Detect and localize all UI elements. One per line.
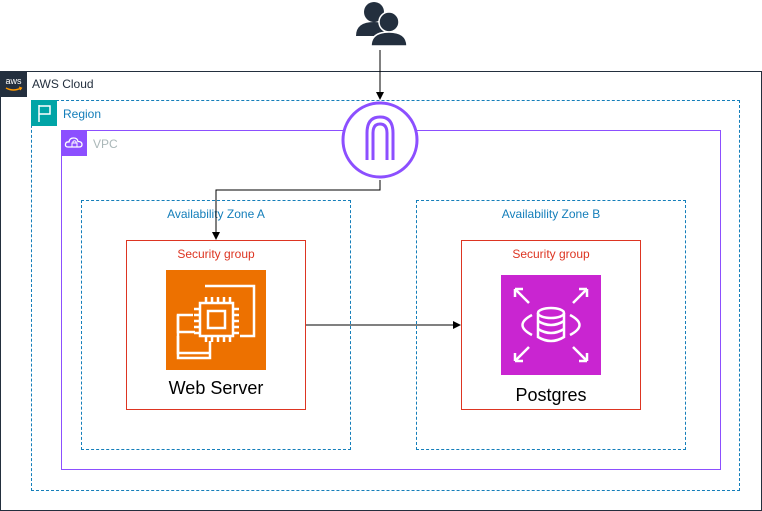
security-group-a-label: Security group	[177, 247, 255, 261]
region-group	[31, 100, 740, 491]
security-group-b-label: Security group	[512, 247, 590, 261]
vpc-cloud-icon	[61, 130, 87, 156]
rds-database-icon[interactable]	[501, 275, 601, 375]
vpc-label: VPC	[93, 137, 118, 151]
availability-zone-a-label: Availability Zone A	[167, 207, 265, 221]
postgres-label: Postgres	[515, 385, 587, 405]
aws-logo-icon: aws	[0, 71, 27, 97]
users-icon[interactable]	[355, 0, 407, 50]
region-label: Region	[63, 107, 102, 121]
web-server-label: Web Server	[168, 378, 264, 398]
availability-zone-b-label: Availability Zone B	[501, 207, 601, 221]
ec2-instance-icon[interactable]	[166, 270, 266, 370]
internet-gateway-icon[interactable]	[340, 100, 420, 180]
aws-logo-text: aws	[5, 76, 22, 86]
security-group-a	[126, 240, 306, 410]
aws-cloud-label: AWS Cloud	[32, 77, 94, 91]
region-flag-icon	[31, 100, 57, 126]
security-group-b	[461, 240, 641, 410]
